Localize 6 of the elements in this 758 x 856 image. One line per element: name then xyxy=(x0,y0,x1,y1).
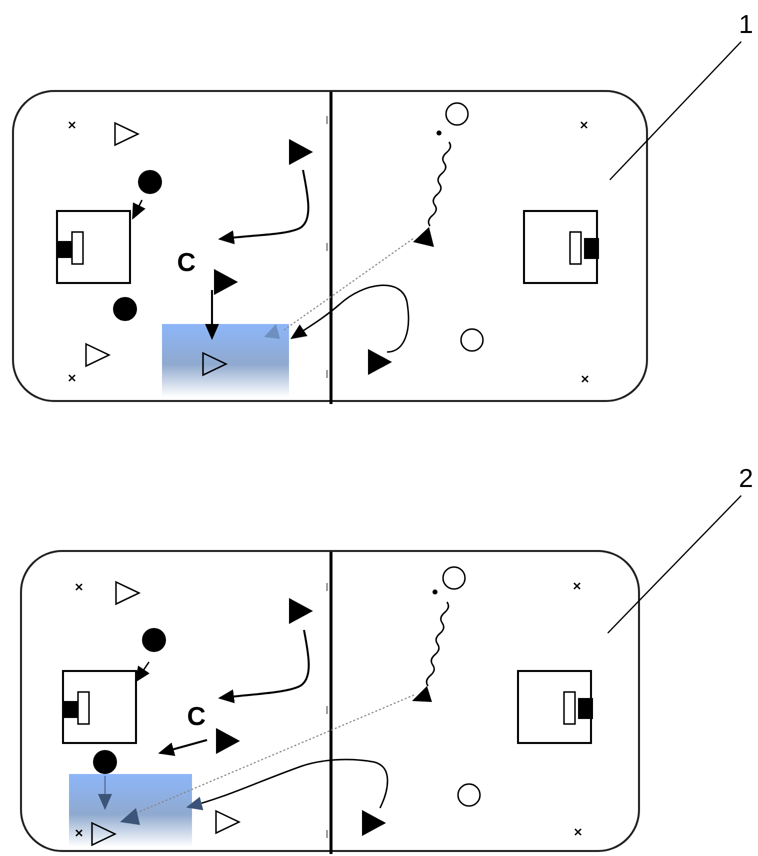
callout-number: 2 xyxy=(734,462,758,494)
leader-line xyxy=(609,41,742,180)
coach-marker: C xyxy=(177,248,196,276)
leader-line xyxy=(607,495,742,634)
coach-marker: C xyxy=(187,702,206,730)
callout-number: 1 xyxy=(734,8,758,40)
